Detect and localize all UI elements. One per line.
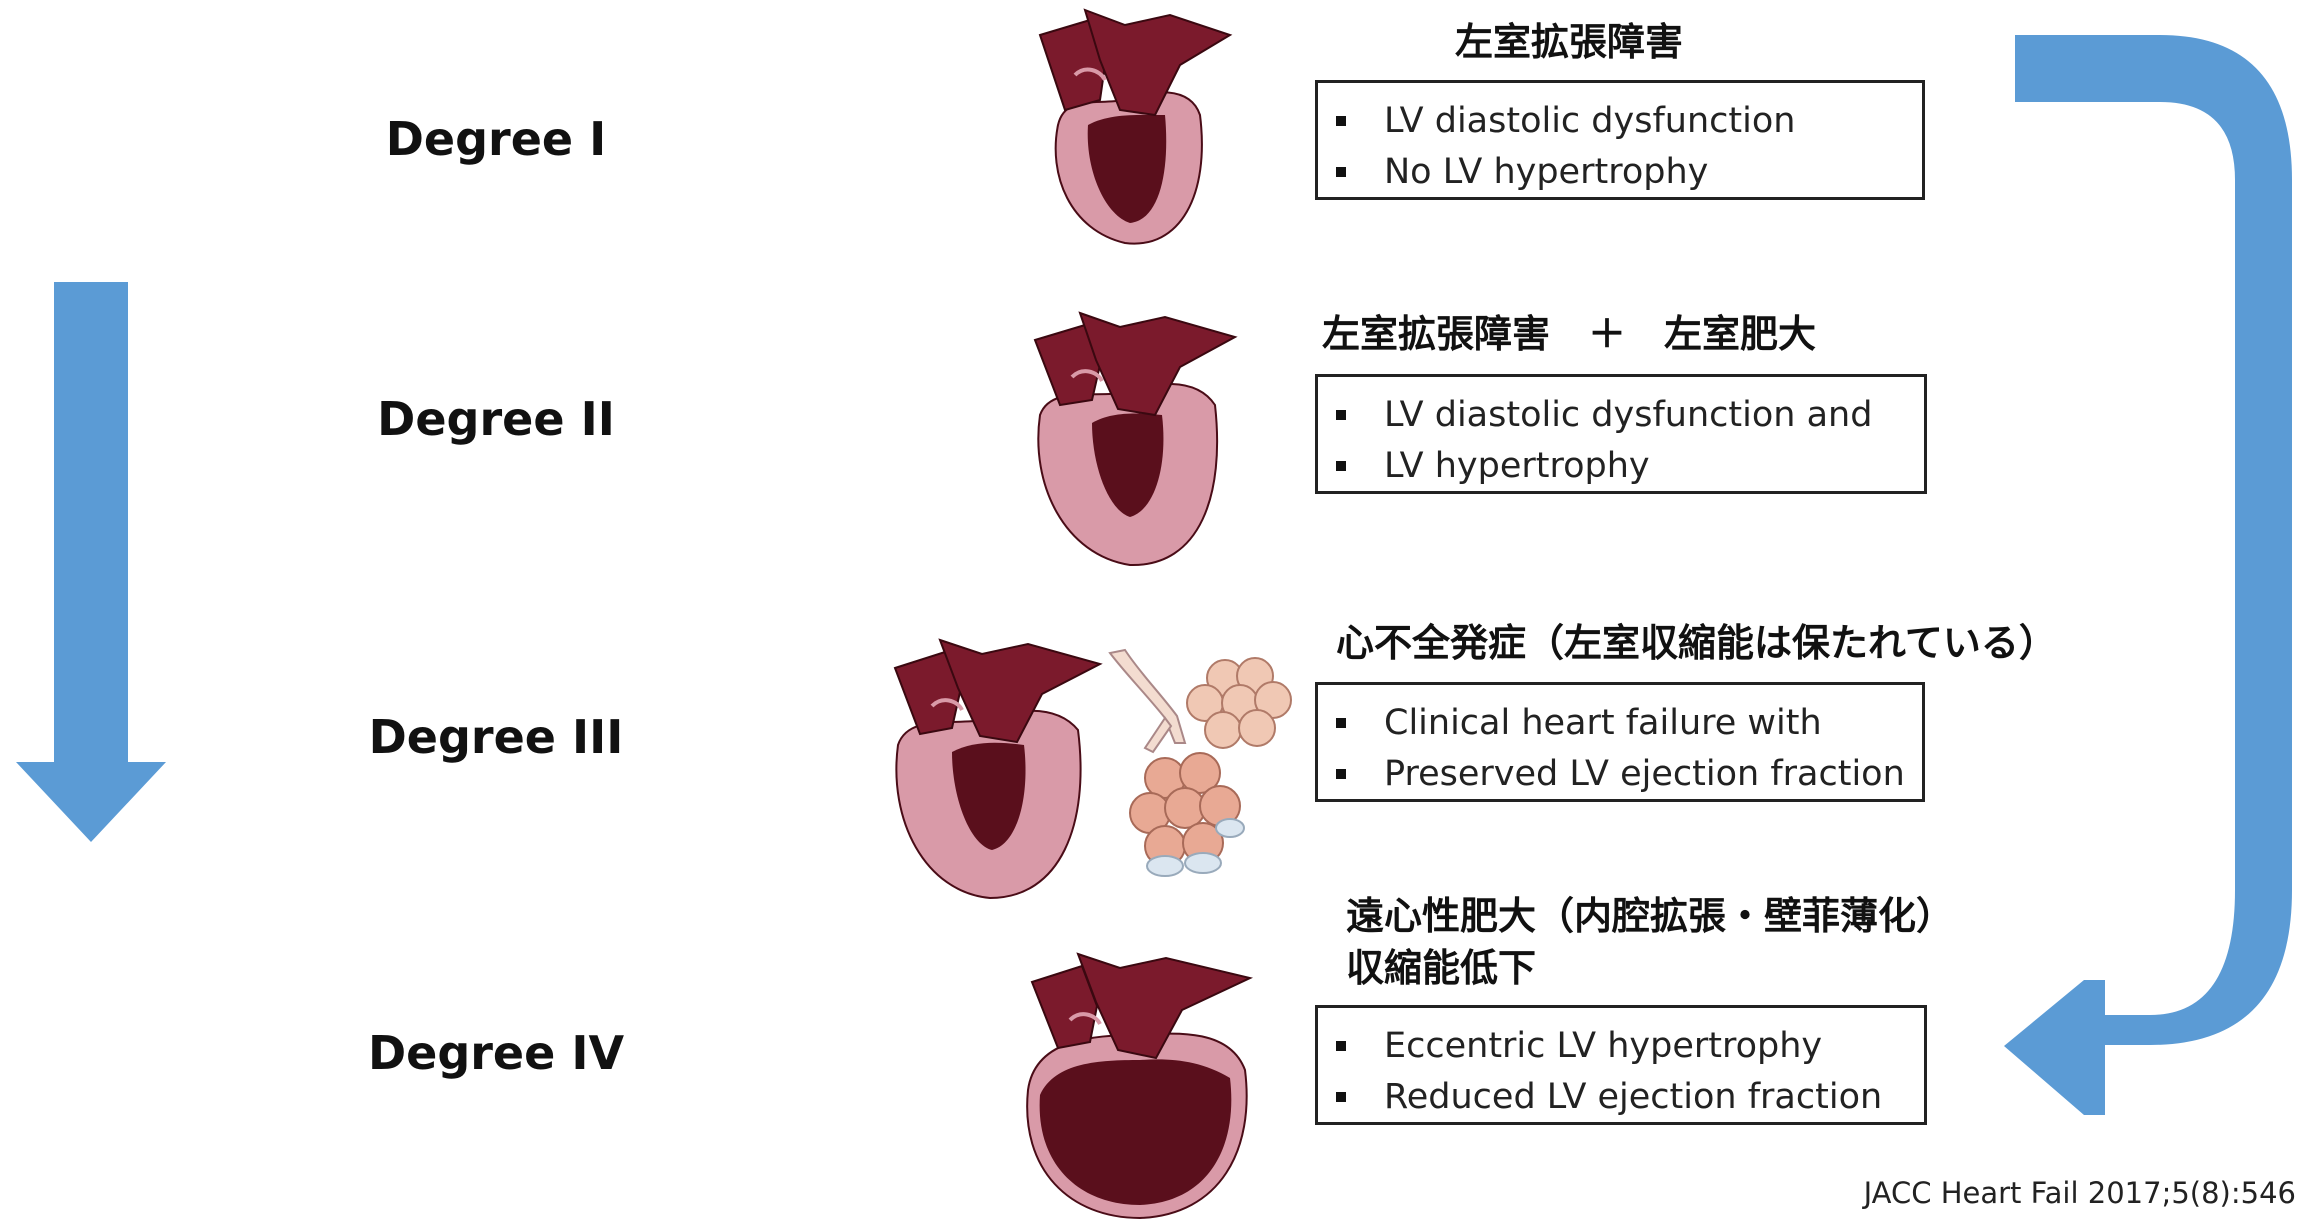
degree-2-label: Degree II — [256, 392, 736, 446]
heart-icon — [1020, 940, 1260, 1220]
list-item: Eccentric LV hypertrophy — [1336, 1020, 1924, 1071]
heart-icon — [1030, 5, 1250, 245]
stage-1-heading: 左室拡張障害 — [1455, 16, 1683, 68]
source-citation: JACC Heart Fail 2017;5(8):546 — [1864, 1176, 2296, 1210]
stage-4-heading: 遠心性肥大（内腔拡張・壁菲薄化） 収縮能低下 — [1346, 890, 1954, 994]
list-item: LV diastolic dysfunction — [1336, 95, 1922, 146]
list-item: No LV hypertrophy — [1336, 146, 1922, 197]
stage-1-box: LV diastolic dysfunction No LV hypertrop… — [1315, 80, 1925, 200]
stage-3-heading: 心不全発症（左室収縮能は保たれている） — [1336, 617, 2057, 669]
degree-3-label: Degree III — [256, 710, 736, 764]
stage-2-heading: 左室拡張障害 ＋ 左室肥大 — [1322, 308, 1816, 360]
stage-3-box: Clinical heart failure with Preserved LV… — [1315, 682, 1925, 802]
degree-1-label: Degree I — [256, 112, 736, 166]
heart-icon — [890, 630, 1110, 900]
down-arrow-icon — [10, 282, 170, 842]
list-item: Reduced LV ejection fraction — [1336, 1071, 1924, 1122]
stage-4-heading-line1: 遠心性肥大（内腔拡張・壁菲薄化） — [1346, 890, 1954, 942]
list-item: Clinical heart failure with — [1336, 697, 1922, 748]
list-item: LV diastolic dysfunction and — [1336, 389, 1924, 440]
lung-alveoli-icon — [1105, 648, 1305, 888]
list-item: Preserved LV ejection fraction — [1336, 748, 1922, 799]
heart-icon — [1030, 305, 1250, 565]
stage-4-heading-line2: 収縮能低下 — [1346, 942, 1954, 994]
stage-4-box: Eccentric LV hypertrophy Reduced LV ejec… — [1315, 1005, 1927, 1125]
stage-2-box: LV diastolic dysfunction and LV hypertro… — [1315, 374, 1927, 494]
list-item: LV hypertrophy — [1336, 440, 1924, 491]
curved-return-arrow-icon — [2000, 30, 2300, 1150]
degree-4-label: Degree IV — [256, 1026, 736, 1080]
